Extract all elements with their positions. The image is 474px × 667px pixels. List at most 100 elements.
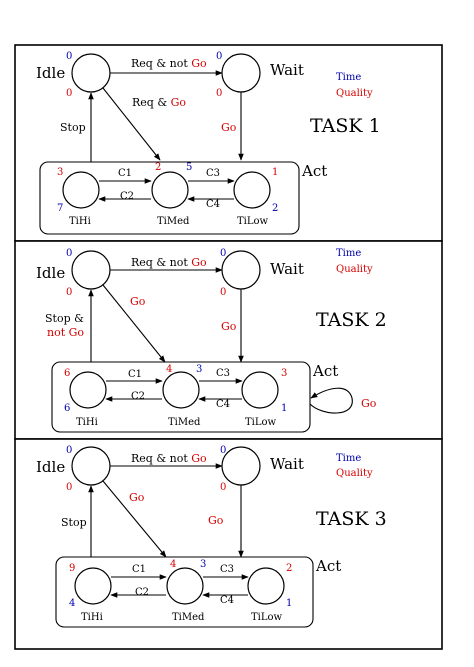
self-loop-label: Go [361,397,377,410]
wait-quality: 0 [220,482,226,493]
tilow-label: TiLow [245,417,277,428]
edge-act-idle-label: Stop [60,121,86,134]
task-title: TASK 1 [310,115,381,137]
edge-c2-label: C2 [131,391,145,402]
state-timed [151,171,189,209]
state-tilow [233,171,271,209]
edge-idle-act-label: Go [129,491,145,504]
state-tihi [74,567,112,605]
edge-c4-label: C4 [216,399,230,410]
legend-time: Time [336,453,361,464]
timed-label: TiMed [157,216,190,227]
tihi-quality: 6 [64,368,70,379]
wait-label: Wait [270,455,304,473]
wait-label: Wait [270,260,304,278]
state-wait [221,53,261,93]
tilow-quality: 3 [281,368,287,379]
tilow-label: TiLow [251,612,283,623]
timed-quality: 4 [170,559,176,570]
tilow-time: 1 [281,403,287,414]
wait-time: 0 [220,445,226,456]
legend-time: Time [336,72,361,83]
edge-idle-act [102,284,166,363]
task-title: TASK 3 [316,508,387,530]
legend-quality: Quality [336,468,373,479]
edge-act-idle-label-2: not Go [47,326,84,339]
act-label: Act [315,557,341,575]
act-superstate [51,361,311,433]
act-label: Act [301,162,327,180]
tihi-label: TiHi [76,417,98,428]
idle-quality: 0 [66,88,72,99]
state-timed [166,567,204,605]
edge-c2-label: C2 [135,587,149,598]
tihi-quality: 9 [69,563,75,574]
state-idle [71,250,111,290]
edge-idle-act-label: Req & Go [132,96,186,109]
edge-c1-label: C1 [132,564,146,575]
edge-idle-act [102,480,167,558]
idle-label: Idle [36,458,65,476]
task-panel-3: Idle Wait TASK 3 Time Quality 0 0 0 0 Re… [14,438,443,650]
timed-time: 3 [200,559,206,570]
edge-act-idle-label: Stop [61,516,87,529]
tihi-quality: 3 [57,167,63,178]
tihi-time: 4 [69,598,75,609]
edge-c3-label: C3 [206,168,220,179]
wait-time: 0 [220,248,226,259]
legend-quality: Quality [336,88,373,99]
edge-idle-act-label: Go [130,295,146,308]
tihi-time: 7 [57,203,63,214]
idle-time: 0 [66,248,72,259]
edge-c1-label: C1 [128,369,142,380]
tilow-time: 1 [286,598,292,609]
state-tilow [241,371,279,409]
state-idle [71,446,111,486]
act-superstate [39,161,300,235]
state-tihi [69,371,107,409]
edge-act-idle-label: Stop & [45,312,84,325]
tihi-time: 6 [64,403,70,414]
idle-quality: 0 [66,287,72,298]
wait-quality: 0 [216,88,222,99]
tihi-label: TiHi [69,216,91,227]
tilow-quality: 1 [272,167,278,178]
edge-c3-label: C3 [220,564,234,575]
edge-wait-act-label: Go [221,320,237,333]
edge-c4-label: C4 [206,199,220,210]
edge-c1-label: C1 [118,168,132,179]
edge-idle-wait-label: Req & not Go [131,256,207,269]
edge-idle-act [102,87,161,161]
task-title: TASK 2 [316,309,387,331]
timed-label: TiMed [168,417,201,428]
task-panel-2: Idle Wait TASK 2 Time Quality 0 0 0 0 Re… [14,240,443,440]
timed-time: 3 [196,364,202,375]
state-wait [221,250,261,290]
timed-time: 5 [186,162,192,173]
tilow-quality: 2 [286,563,292,574]
tihi-label: TiHi [81,612,103,623]
wait-quality: 0 [220,287,226,298]
state-wait [221,446,261,486]
edge-wait-act-label: Go [208,514,224,527]
act-label: Act [312,362,338,380]
tilow-label: TiLow [237,216,269,227]
edge-idle-wait-label: Req & not Go [131,452,207,465]
edge-c2-label: C2 [120,191,134,202]
wait-label: Wait [270,61,304,79]
timed-quality: 2 [155,162,161,173]
state-idle [71,53,111,93]
timed-label: TiMed [172,612,205,623]
edge-c3-label: C3 [216,368,230,379]
wait-time: 0 [216,51,222,62]
idle-time: 0 [66,51,72,62]
legend-time: Time [336,248,361,259]
idle-quality: 0 [66,482,72,493]
idle-label: Idle [36,264,65,282]
act-superstate [55,556,314,628]
edge-c4-label: C4 [220,595,234,606]
idle-label: Idle [36,64,65,82]
idle-time: 0 [66,445,72,456]
timed-quality: 4 [166,364,172,375]
